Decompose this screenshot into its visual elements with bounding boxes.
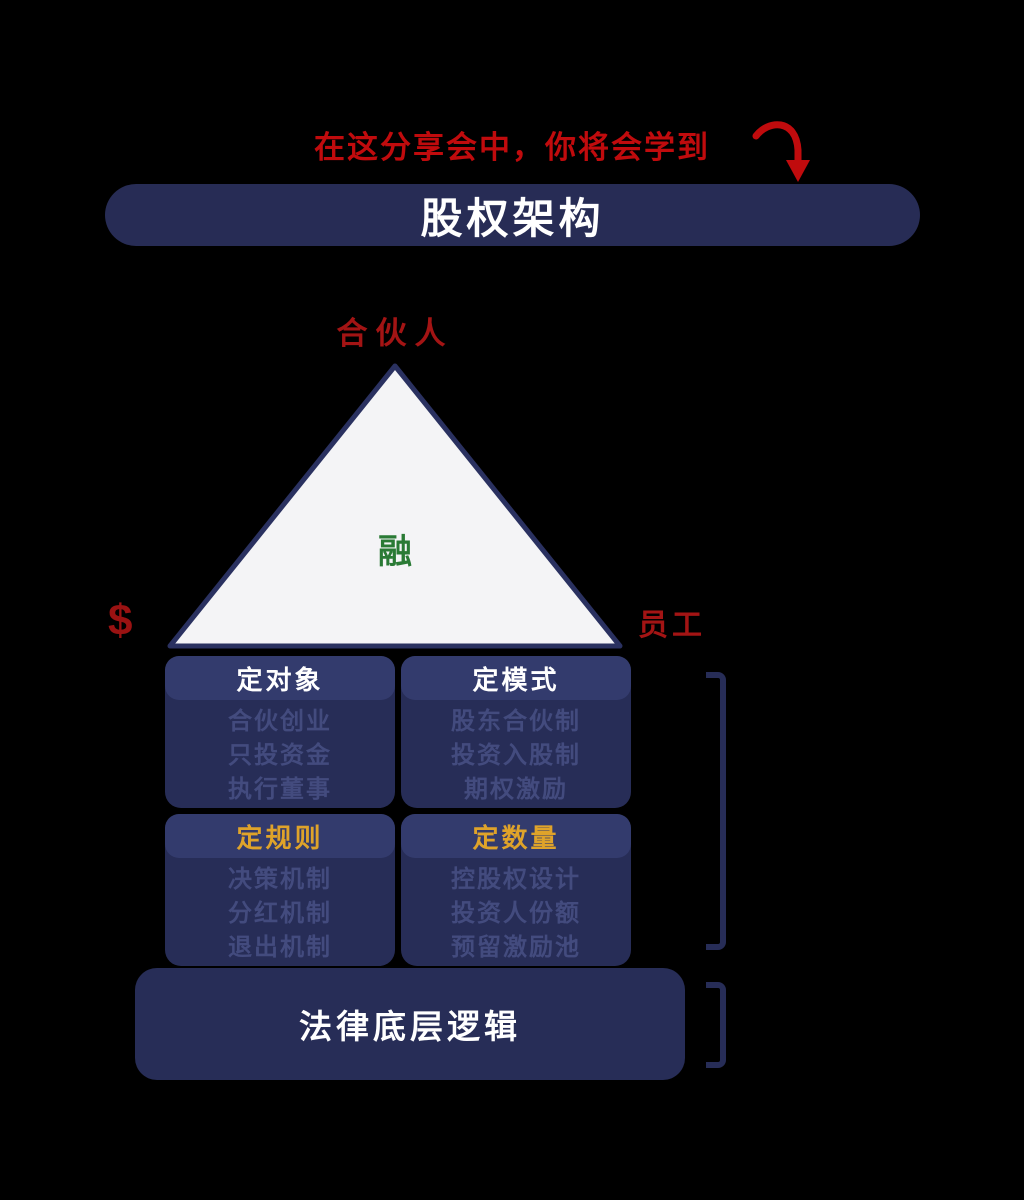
cell-header: 定数量 — [401, 814, 631, 858]
cell-define-quantity: 定数量 控股权设计 投资人份额 预留激励池 — [401, 814, 631, 966]
cell-item: 决策机制 — [228, 866, 332, 893]
page-title: 股权架构 — [420, 194, 605, 242]
pyramid-triangle — [167, 363, 623, 649]
cell-items: 控股权设计 投资人份额 预留激励池 — [401, 858, 631, 965]
cell-items: 合伙创业 只投资金 执行董事 — [165, 700, 395, 807]
cell-item: 分红机制 — [228, 900, 332, 927]
title-banner: 股权架构 — [105, 184, 920, 246]
cell-define-rules: 定规则 决策机制 分红机制 退出机制 — [165, 814, 395, 966]
cell-header: 定规则 — [165, 814, 395, 858]
dollar-label: $ — [108, 596, 133, 645]
cell-define-mode: 定模式 股东合伙制 投资入股制 期权激励 — [401, 656, 631, 808]
grid-bracket — [706, 672, 726, 950]
pyramid-center-label: 融 — [378, 533, 412, 571]
cell-item: 合伙创业 — [228, 708, 332, 735]
cell-items: 股东合伙制 投资入股制 期权激励 — [401, 700, 631, 807]
legal-foundation-bar: 法律底层逻辑 — [135, 968, 685, 1080]
cell-header: 定对象 — [165, 656, 395, 700]
cell-item: 股东合伙制 — [451, 708, 581, 735]
cell-item: 执行董事 — [228, 776, 332, 803]
pyramid-top-label: 合伙人 — [336, 316, 454, 351]
cell-items: 决策机制 分红机制 退出机制 — [165, 858, 395, 965]
tagline-text: 在这分享会中，你将会学到 — [314, 130, 710, 165]
cell-item: 控股权设计 — [451, 866, 581, 893]
cell-item: 只投资金 — [228, 742, 332, 769]
cell-item: 退出机制 — [228, 934, 332, 961]
cell-item: 期权激励 — [464, 776, 568, 803]
cell-item: 投资入股制 — [451, 742, 581, 769]
pyramid-right-label: 员工 — [638, 609, 706, 642]
cell-header: 定模式 — [401, 656, 631, 700]
footer-bracket — [706, 982, 726, 1068]
cell-define-target: 定对象 合伙创业 只投资金 执行董事 — [165, 656, 395, 808]
legal-foundation-label: 法律底层逻辑 — [299, 1008, 521, 1045]
cell-item: 预留激励池 — [451, 934, 581, 961]
curved-arrow-icon — [752, 121, 810, 182]
cell-item: 投资人份额 — [451, 900, 581, 927]
